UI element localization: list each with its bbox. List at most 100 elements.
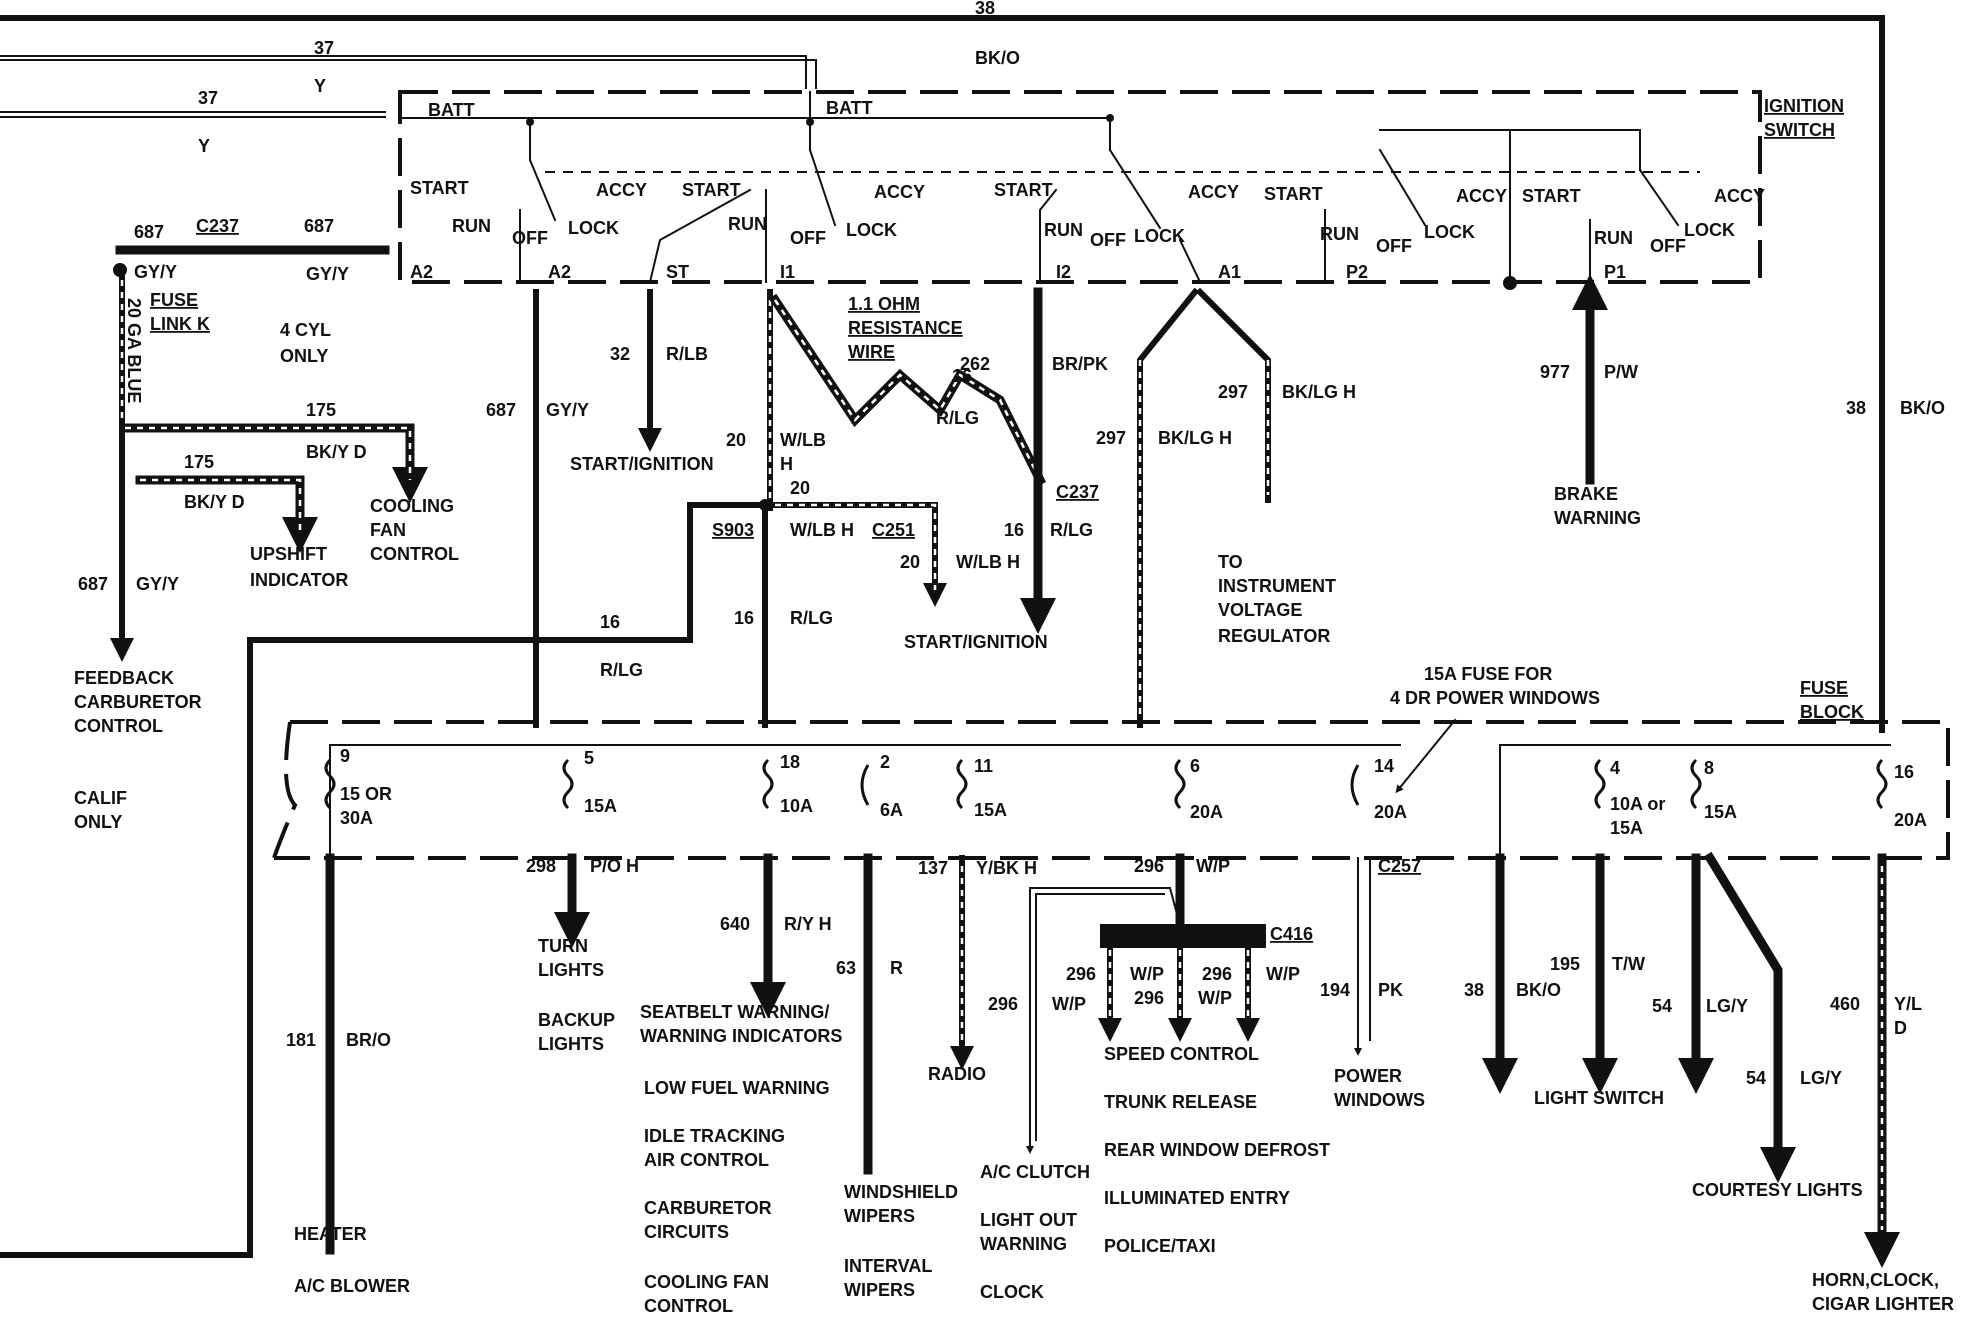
rear-defrost-label: REAR WINDOW DEFROST: [1104, 1140, 1330, 1160]
calif-note: CALIF: [74, 788, 127, 808]
wire-38-number: 38: [1464, 980, 1484, 1000]
splice-s903-label: S903: [712, 520, 754, 540]
accy-position-label: ACCY: [1714, 186, 1765, 206]
wire-gyy-color: GY/Y: [136, 574, 179, 594]
wire-lgy-color: LG/Y: [1706, 996, 1748, 1016]
regulator-label: TO: [1218, 552, 1243, 572]
fuse-elements: [324, 758, 1888, 810]
wire-rlb-color: R/LB: [666, 344, 708, 364]
output-wires: [325, 851, 1900, 1268]
power-window-fuse-note: 4 DR POWER WINDOWS: [1390, 688, 1600, 708]
clock-label: CLOCK: [980, 1282, 1044, 1302]
wire-181-number: 181: [286, 1030, 316, 1050]
fuse-number: 4: [1610, 758, 1620, 778]
start-position-label: START: [1522, 186, 1581, 206]
fuse-rating: 20A: [1190, 802, 1223, 822]
start-ignition-label: START/IGNITION: [570, 454, 714, 474]
terminal-a1-label: A1: [1218, 262, 1241, 282]
wire-bro-color: BR/O: [346, 1030, 391, 1050]
cooling-fan-control-label: CONTROL: [644, 1296, 733, 1316]
wire-38-number: 38: [975, 0, 995, 18]
turn-lights-label: LIGHTS: [538, 960, 604, 980]
wire-16-number: 16: [1004, 520, 1024, 540]
wire-wp-color: W/P: [1198, 988, 1232, 1008]
heater-label: HEATER: [294, 1224, 367, 1244]
wire-rlg-color: R/LG: [1050, 520, 1093, 540]
wire-175-number: 175: [306, 400, 336, 420]
seatbelt-label: SEATBELT WARNING/: [640, 1002, 829, 1022]
ac-blower-label: A/C BLOWER: [294, 1276, 410, 1296]
wire-687-number: 687: [78, 574, 108, 594]
brake-warning-label: WARNING: [1554, 508, 1641, 528]
fuse-block-title: BLOCK: [1800, 702, 1864, 722]
police-taxi-label: POLICE/TAXI: [1104, 1236, 1216, 1256]
wire-16-number: 16: [952, 366, 972, 386]
gauge-label: 20 GA BLUE: [124, 298, 144, 403]
fuse-link-label: FUSE: [150, 290, 198, 310]
fuse-number: 8: [1704, 758, 1714, 778]
fuse-rating: 10A: [780, 796, 813, 816]
regulator-label: REGULATOR: [1218, 626, 1330, 646]
regulator-label: VOLTAGE: [1218, 600, 1302, 620]
fuse-rating: 6A: [880, 800, 903, 820]
power-windows-label: WINDOWS: [1334, 1090, 1425, 1110]
fuse-rating: 20A: [1374, 802, 1407, 822]
cooling-fan-control-label: COOLING FAN: [644, 1272, 769, 1292]
terminal-a2-label: A2: [548, 262, 571, 282]
run-position-label: RUN: [728, 214, 767, 234]
ignition-switch-title: SWITCH: [1764, 120, 1835, 140]
connector-c257-label: C257: [1378, 856, 1421, 876]
accy-position-label: ACCY: [1188, 182, 1239, 202]
fuse-link-label: LINK K: [150, 314, 210, 334]
wire-tw-color: T/W: [1612, 954, 1645, 974]
off-position-label: OFF: [1650, 236, 1686, 256]
fuse-number: 11: [974, 756, 993, 776]
wire-37-number: 37: [198, 88, 218, 108]
brake-warning-label: BRAKE: [1554, 484, 1618, 504]
wire-38-number: 38: [1846, 398, 1866, 418]
wire-54-number: 54: [1746, 1068, 1766, 1088]
fuse-number: 5: [584, 748, 594, 768]
power-windows-label: POWER: [1334, 1066, 1402, 1086]
accy-position-label: ACCY: [874, 182, 925, 202]
fuse-rating: 15A: [974, 800, 1007, 820]
feedback-carb-label: CARBURETOR: [74, 692, 202, 712]
wire-wp-color: W/P: [1052, 994, 1086, 1014]
wire-296-number: 296: [1134, 988, 1164, 1008]
trunk-release-label: TRUNK RELEASE: [1104, 1092, 1257, 1112]
carburetor-circuits-label: CIRCUITS: [644, 1222, 729, 1242]
wire-wlbh-color: W/LB H: [956, 552, 1020, 572]
wire-16-number: 16: [600, 612, 620, 632]
wire-977-number: 977: [1540, 362, 1570, 382]
accy-position-label: ACCY: [596, 180, 647, 200]
ac-clutch-label: A/C CLUTCH: [980, 1162, 1090, 1182]
wire-gyy-color: GY/Y: [306, 264, 349, 284]
illuminated-entry-label: ILLUMINATED ENTRY: [1104, 1188, 1290, 1208]
connector-c416-label: C416: [1270, 924, 1313, 944]
wire-bklgh-color: BK/LG H: [1282, 382, 1356, 402]
wire-gyy-color: GY/Y: [546, 400, 589, 420]
wire-wlb-color: W/LB: [780, 430, 826, 450]
fuse-number: 18: [780, 752, 800, 772]
batt-terminal-label: BATT: [428, 100, 475, 120]
lock-position-label: LOCK: [568, 218, 619, 238]
wire-460-number: 460: [1830, 994, 1860, 1014]
cooling-fan-label: CONTROL: [370, 544, 459, 564]
wire-poh-color: P/O H: [590, 856, 639, 876]
upshift-label: INDICATOR: [250, 570, 348, 590]
batt-terminal-label: BATT: [826, 98, 873, 118]
wire-lgy-color: LG/Y: [1800, 1068, 1842, 1088]
left-circuits: [0, 245, 768, 1258]
run-position-label: RUN: [452, 216, 491, 236]
cyl-note: 4 CYL: [280, 320, 331, 340]
wire-63-number: 63: [836, 958, 856, 978]
wire-y-color: Y: [198, 136, 210, 156]
wire-ryh-color: R/Y H: [784, 914, 832, 934]
wire-296-number: 296: [1202, 964, 1232, 984]
low-fuel-label: LOW FUEL WARNING: [644, 1078, 830, 1098]
lock-position-label: LOCK: [1134, 226, 1185, 246]
fuse-block-box: [272, 720, 1950, 860]
wire-296-number: 296: [1134, 856, 1164, 876]
idle-tracking-label: AIR CONTROL: [644, 1150, 769, 1170]
wire-194-number: 194: [1320, 980, 1350, 1000]
